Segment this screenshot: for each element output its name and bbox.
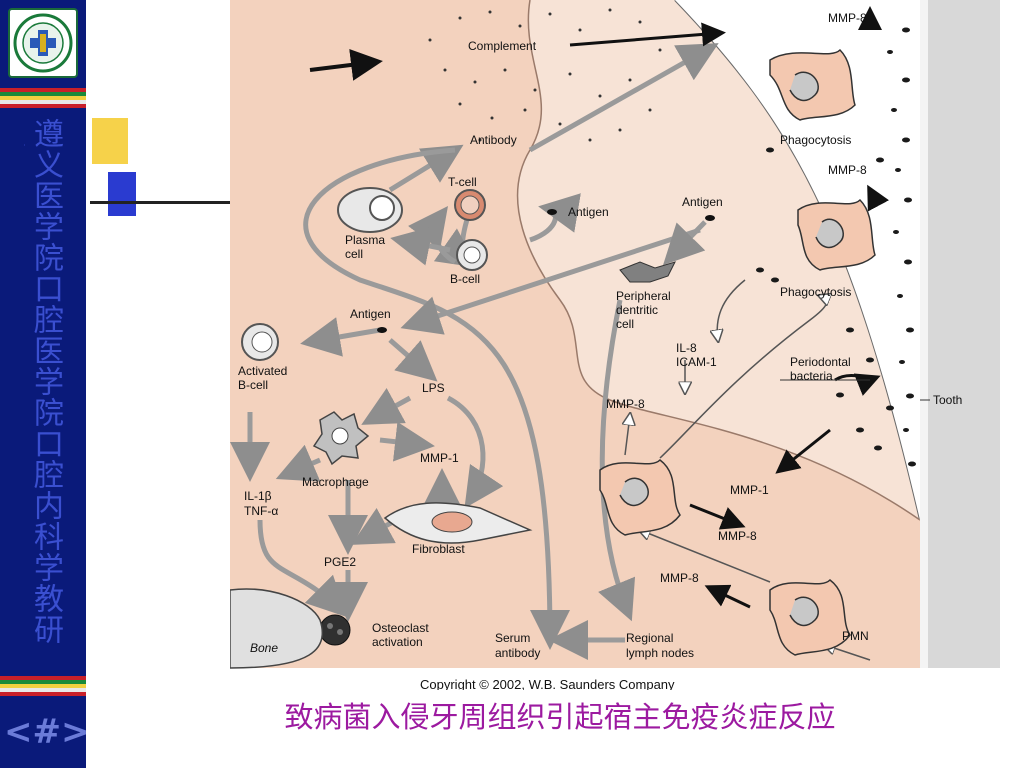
decoration-yellow-block <box>92 118 128 164</box>
label-osteoclast-2: activation <box>372 635 423 649</box>
tooth-edge <box>920 0 928 668</box>
label-serum-2: antibody <box>495 646 540 660</box>
label-antibody: Antibody <box>470 133 517 147</box>
label-icam1: ICAM-1 <box>676 355 717 369</box>
pmn-cell <box>797 198 876 271</box>
label-antigen-right: Antigen <box>682 195 723 209</box>
sidebar-stripe <box>0 104 86 108</box>
label-macrophage: Macrophage <box>302 475 369 489</box>
sidebar-stripe <box>0 680 86 684</box>
label-mmp8: MMP-8 <box>718 529 757 543</box>
label-antigen-mid: Antigen <box>350 307 391 321</box>
label-il8: IL-8 <box>676 341 697 355</box>
copyright-text: Copyright © 2002, W.B. Saunders Company <box>420 677 675 690</box>
label-fibroblast: Fibroblast <box>412 542 465 556</box>
macrophage <box>312 411 370 466</box>
label-tcell: T-cell <box>448 175 477 189</box>
osteoclast <box>319 614 351 646</box>
label-phagocytosis: Phagocytosis <box>780 133 851 147</box>
label-lps: LPS <box>422 381 445 395</box>
complement-arrow <box>569 22 726 47</box>
sidebar-stripe <box>0 88 86 92</box>
label-tnfa: TNF-α <box>244 504 278 518</box>
antigen-dot <box>705 215 715 221</box>
label-pmn: PMN <box>842 629 869 643</box>
label-mmp8: MMP-8 <box>828 163 867 177</box>
label-periodontal-1: Periodontal <box>790 355 851 369</box>
sidebar: 遵义医学院口腔医学院口腔内科学教研室 <#> <box>0 0 90 768</box>
bacteria-plaque <box>756 27 916 467</box>
antigen-dot <box>547 209 557 215</box>
label-peripheral-1: Peripheral <box>616 289 671 303</box>
dendritic-cell <box>619 261 676 283</box>
pmn-cell <box>599 459 681 536</box>
label-complement: Complement <box>468 39 537 53</box>
label-plasma-cell-2: cell <box>345 247 363 261</box>
sidebar-stripe <box>0 676 86 680</box>
label-activated-bcell-2: B-cell <box>238 378 268 392</box>
label-bone: Bone <box>250 641 278 655</box>
pathway-arrows-black <box>689 6 890 609</box>
label-mmp1-right: MMP-1 <box>730 483 769 497</box>
label-osteoclast-1: Osteoclast <box>372 621 429 635</box>
label-peripheral-2: dentritic <box>616 303 658 317</box>
label-regional-1: Regional <box>626 631 673 645</box>
school-logo <box>8 8 78 78</box>
tooth-surface <box>920 0 1000 668</box>
vertical-title: 遵义医学院口腔医学院口腔内科学教研室 <box>24 118 63 645</box>
pmn-cell <box>769 579 851 656</box>
sidebar-stripe <box>0 692 86 696</box>
pmn-cell <box>769 48 856 121</box>
antigen-dot <box>377 327 387 333</box>
label-il1b: IL-1β <box>244 489 272 503</box>
label-mmp8: MMP-8 <box>606 397 645 411</box>
label-bcell: B-cell <box>450 272 480 286</box>
complement-dots <box>428 8 662 142</box>
label-pge2: PGE2 <box>324 555 356 569</box>
fibroblast-cell <box>383 502 533 544</box>
label-antigen-top: Antigen <box>568 205 609 219</box>
label-periodontal-2: bacteria <box>790 369 833 383</box>
t-cell <box>454 189 486 221</box>
label-tooth: Tooth <box>933 393 962 407</box>
label-activated-bcell-1: Activated <box>238 364 287 378</box>
periodontal-immune-diagram: Complement Antibody T-cell Antigen Antig… <box>229 0 1000 692</box>
label-mmp1-left: MMP-1 <box>420 451 459 465</box>
b-cell <box>456 239 488 271</box>
label-plasma-cell-1: Plasma <box>345 233 385 247</box>
slide-number-nav[interactable]: <#> <box>4 712 90 752</box>
decoration-blue-block <box>108 172 136 216</box>
decoration-line <box>90 201 230 204</box>
sidebar-stripe <box>0 92 86 96</box>
pathway-arrows-white <box>625 279 871 661</box>
label-serum-1: Serum <box>495 631 530 645</box>
label-mmp8: MMP-8 <box>828 11 867 25</box>
slide-caption: 致病菌入侵牙周组织引起宿主免疫炎症反应 <box>284 700 836 734</box>
periodontal-pocket <box>675 0 920 520</box>
entry-arrow <box>309 49 383 81</box>
sidebar-stripe <box>0 688 86 692</box>
bone-fragment <box>229 588 324 669</box>
label-mmp8: MMP-8 <box>660 571 699 585</box>
sidebar-stripe <box>0 684 86 688</box>
label-peripheral-3: cell <box>616 317 634 331</box>
rete-ridge-outline <box>516 0 921 521</box>
activated-b-cell <box>241 323 279 361</box>
sulcus-line <box>674 0 921 521</box>
plasma-cell <box>337 187 403 233</box>
label-regional-2: lymph nodes <box>626 646 694 660</box>
label-phagocytosis: Phagocytosis <box>780 285 851 299</box>
sidebar-stripe <box>0 96 86 100</box>
sidebar-stripe <box>0 100 86 104</box>
